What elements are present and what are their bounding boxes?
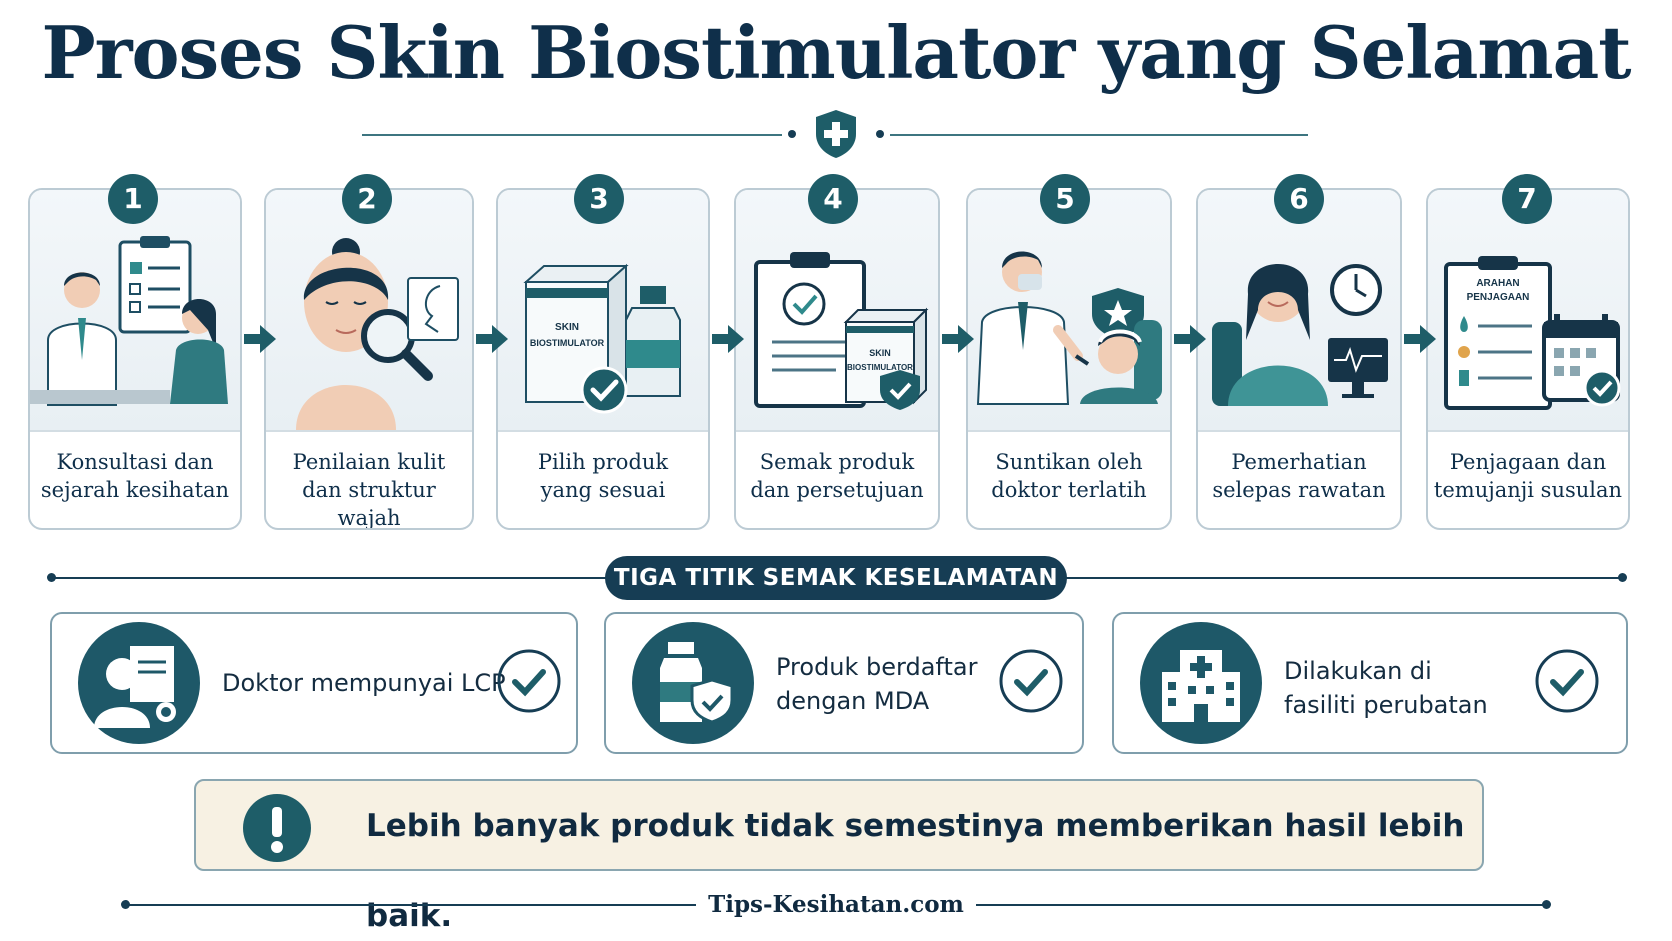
arrow-right-icon (476, 325, 508, 353)
svg-text:BIOSTIMULATOR: BIOSTIMULATOR (530, 338, 605, 348)
check-circle-icon (497, 649, 561, 713)
step-number-7: 7 (1502, 174, 1552, 224)
observation-icon (1212, 264, 1388, 406)
footer-site: Tips-Kesihatan.com (708, 891, 964, 918)
divider-dot (788, 130, 796, 138)
arrow-right-icon (942, 325, 974, 353)
divider-dot (1542, 900, 1551, 909)
page-title: Proses Skin Biostimulator yang Selamat (41, 10, 1631, 95)
footer-divider-left (126, 904, 696, 906)
aftercare-icon: ARAHAN PENJAGAAN (1444, 256, 1621, 410)
svg-text:ARAHAN: ARAHAN (1476, 278, 1519, 289)
registered-product-icon (632, 622, 754, 744)
injection-icon (976, 251, 1162, 405)
svg-text:SKIN: SKIN (869, 348, 891, 358)
check-circle-icon (999, 649, 1063, 713)
warning-banner: Lebih banyak produk tidak semestinya mem… (194, 779, 1484, 934)
arrow-right-icon (244, 325, 276, 353)
product-selection-icon: SKIN BIOSTIMULATOR (523, 263, 681, 414)
step-number-3: 3 (574, 174, 624, 224)
title-divider-left (362, 134, 782, 136)
doctor-certificate-icon (78, 622, 200, 744)
arrow-right-icon (1174, 325, 1206, 353)
footer-divider-right (976, 904, 1546, 906)
step-number-4: 4 (808, 174, 858, 224)
step-number-1: 1 (108, 174, 158, 224)
arrow-right-icon (1404, 325, 1436, 353)
svg-text:PENJAGAAN: PENJAGAAN (1467, 292, 1530, 303)
step-number-6: 6 (1274, 174, 1324, 224)
step-number-5: 5 (1040, 174, 1090, 224)
svg-text:SKIN: SKIN (555, 322, 579, 333)
divider-dot (1618, 573, 1627, 582)
divider-dot (876, 130, 884, 138)
arrow-right-icon (712, 325, 744, 353)
medical-shield-icon (816, 110, 856, 158)
warning-text: Lebih banyak produk tidak semestinya mem… (366, 808, 1465, 934)
step-number-2: 2 (342, 174, 392, 224)
hospital-icon (1140, 622, 1262, 744)
face-assessment-icon (296, 238, 459, 430)
divider-dot (121, 900, 130, 909)
title-divider-right (890, 134, 1308, 136)
checkpoints-title: TIGA TITIK SEMAK KESELAMATAN (605, 556, 1067, 600)
exclamation-icon (243, 794, 311, 862)
consent-form-icon: SKIN BIOSTIMULATOR (754, 252, 929, 410)
check-circle-icon (1535, 649, 1599, 713)
checkpoint-label-1: Doktor mempunyai LCP (222, 669, 506, 697)
checkpoint-card-1: Doktor mempunyai LCP (50, 612, 578, 754)
divider-dot (47, 573, 56, 582)
doctor-consultation-icon (30, 236, 228, 406)
svg-text:BIOSTIMULATOR: BIOSTIMULATOR (847, 363, 913, 372)
